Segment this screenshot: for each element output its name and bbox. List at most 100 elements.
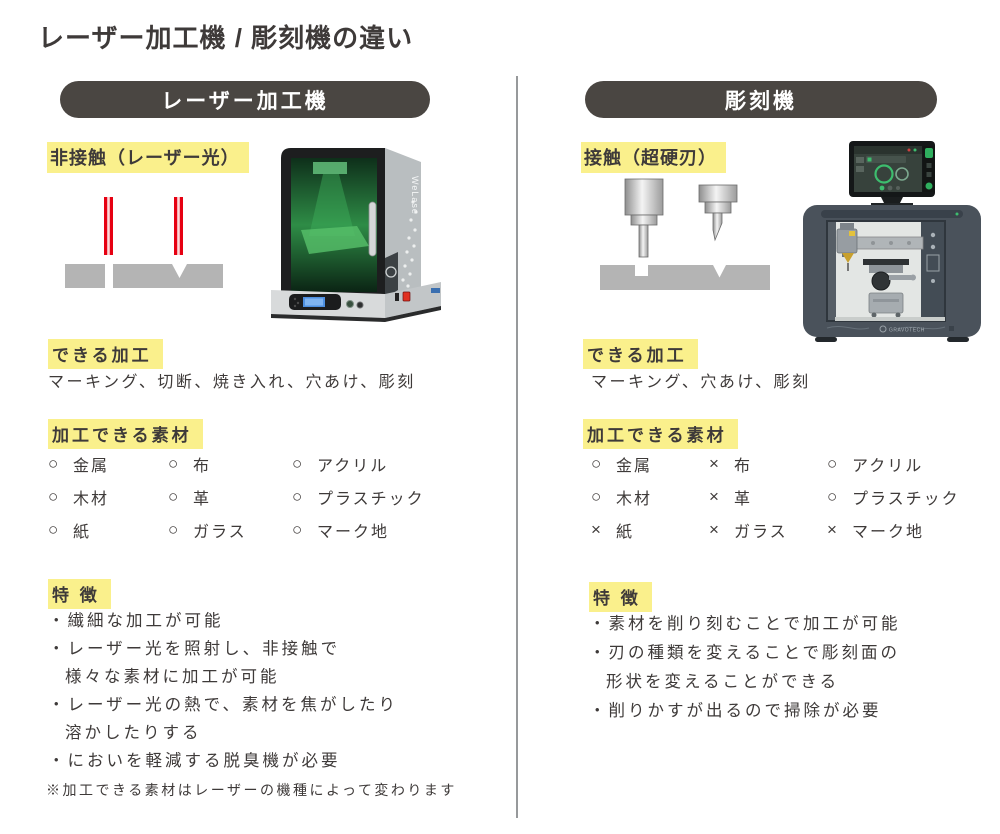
screen-nav-dot <box>887 185 893 191</box>
material-label: マーク地 <box>852 523 925 541</box>
material-label: 紙 <box>73 523 92 541</box>
material-label: 金属 <box>73 457 110 475</box>
material-item: ○金属 <box>591 447 709 480</box>
material-mark: × <box>709 486 721 506</box>
spindle-assembly <box>836 223 858 271</box>
material-mark: ○ <box>292 486 305 506</box>
material-mark: × <box>709 453 721 473</box>
machine-foot <box>947 337 969 342</box>
laser-machine-brand-text: WeLase <box>410 176 420 215</box>
material-mark: × <box>827 519 839 539</box>
material-item: ○プラスチック <box>292 480 425 513</box>
engraving-machine-photo: GRAVOTECH <box>803 141 981 342</box>
material-mark: ○ <box>48 486 61 506</box>
screen-toolbar <box>866 156 906 163</box>
engraver-process-body: マーキング、穴あけ、彫刻 <box>591 374 811 391</box>
feature-line: 様々な素材に加工が可能 <box>65 668 280 686</box>
material-block-notched <box>113 264 223 288</box>
screen-nav-dot <box>879 185 885 191</box>
material-label: 革 <box>734 490 753 508</box>
column-button <box>931 279 935 283</box>
material-item: ○紙 <box>48 513 168 546</box>
sidebar-start-button <box>925 148 933 158</box>
cabinet-top-vent <box>821 210 963 218</box>
material-item: × ガラス <box>709 513 827 546</box>
port <box>395 293 399 301</box>
material-item: ○マーク地 <box>292 513 425 546</box>
column-button <box>930 232 936 238</box>
engraver-header-label: 彫刻機 <box>725 89 797 113</box>
power-switch <box>402 291 411 302</box>
material-item: ○ アクリル <box>292 447 425 480</box>
gauge-dial-large <box>874 164 894 184</box>
engraver-method: 接触（超硬刃） <box>581 142 726 173</box>
engraver-method-label: 接触（超硬刃） <box>581 142 726 173</box>
panel-dot-pattern <box>401 200 418 288</box>
engraver-column-header: 彫刻機 <box>585 81 937 118</box>
screen-toolbar-chip <box>867 157 872 162</box>
gauge-dial-small <box>895 167 909 181</box>
feature-line: ・レーザー光を照射し、非接触で <box>48 640 341 658</box>
green-button <box>346 300 354 308</box>
laser-materials-section: 加工できる素材 <box>48 419 203 449</box>
material-label: ガラス <box>734 523 788 541</box>
material-item: ×布 <box>709 447 827 480</box>
laser-features-heading: 特 徴 <box>48 579 111 609</box>
material-label: 木材 <box>616 490 653 508</box>
panel-accent <box>385 252 398 298</box>
feature-line: ・においを軽減する脱臭機が必要 <box>48 752 341 770</box>
laser-method-label: 非接触（レーザー光） <box>47 142 249 173</box>
sidebar-icon <box>926 172 932 177</box>
column-button <box>930 244 936 250</box>
base-bottom-edge <box>271 306 441 322</box>
column-divider <box>516 76 518 818</box>
material-mark: ○ <box>292 453 305 473</box>
cutting-tools-diagram <box>600 178 770 290</box>
material-label: ガラス <box>193 523 247 541</box>
laser-header-label: レーザー加工機 <box>161 89 329 113</box>
engraver-features-section: 特 徴 <box>589 582 652 612</box>
material-mark: ○ <box>591 453 604 473</box>
material-label: 革 <box>193 490 212 508</box>
material-mark: ○ <box>48 453 61 473</box>
engraver-materials-grid: ○金属 ×布 ○アクリル ○木材 ×革 ○プラスチック ×紙 ×ガラス ×マーク… <box>591 447 960 546</box>
engraver-materials-section: 加工できる素材 <box>583 419 738 449</box>
engraver-materials-heading: 加工できる素材 <box>583 419 738 449</box>
laser-carriage <box>313 162 347 174</box>
lcd-screen-inner <box>305 298 323 306</box>
material-item: ○ ガラス <box>168 513 292 546</box>
material-mark: ○ <box>168 519 181 539</box>
material-item: ○革 <box>168 480 292 513</box>
connector <box>431 288 440 293</box>
material-label: アクリル <box>852 457 924 475</box>
engraver-features-list: ・素材を削り刻むことで加工が可能 ・刃の種類を変えることで彫刻面の 形状を変える… <box>589 610 901 726</box>
cabinet-led <box>955 212 959 216</box>
status-dot-red <box>907 148 911 152</box>
material-mark: ○ <box>48 519 61 539</box>
work-platform <box>301 226 369 254</box>
feature-line: ・繊細な加工が可能 <box>48 612 224 630</box>
laser-beam-1 <box>104 197 113 255</box>
laser-method: 非接触（レーザー光） <box>47 142 249 173</box>
material-mark: ○ <box>292 519 305 539</box>
pod-button <box>293 297 297 301</box>
column-panel <box>926 254 940 272</box>
material-item: ○アクリル <box>827 447 960 480</box>
material-label: 布 <box>734 457 753 475</box>
laser-process-body: マーキング、切断、焼き入れ、穴あけ、彫刻 <box>48 374 416 391</box>
vise-stage <box>863 259 916 318</box>
material-block-notched <box>600 265 770 290</box>
material-label: アクリル <box>317 457 389 475</box>
front-squiggle <box>826 325 870 330</box>
chamber-left-pillar <box>828 222 836 320</box>
material-item: ○木材 <box>48 480 168 513</box>
laser-footnote: ※加工できる素材はレーザーの機種によって変わります <box>46 782 457 798</box>
laser-materials-heading: 加工できる素材 <box>48 419 203 449</box>
engraver-process-heading: できる加工 <box>583 339 698 369</box>
end-mill-tool <box>624 178 664 258</box>
material-item: ○布 <box>168 447 292 480</box>
material-mark: × <box>709 519 721 539</box>
material-mark: ○ <box>591 486 604 506</box>
material-item: ×紙 <box>591 513 709 546</box>
panel-logo-icon <box>385 266 397 278</box>
